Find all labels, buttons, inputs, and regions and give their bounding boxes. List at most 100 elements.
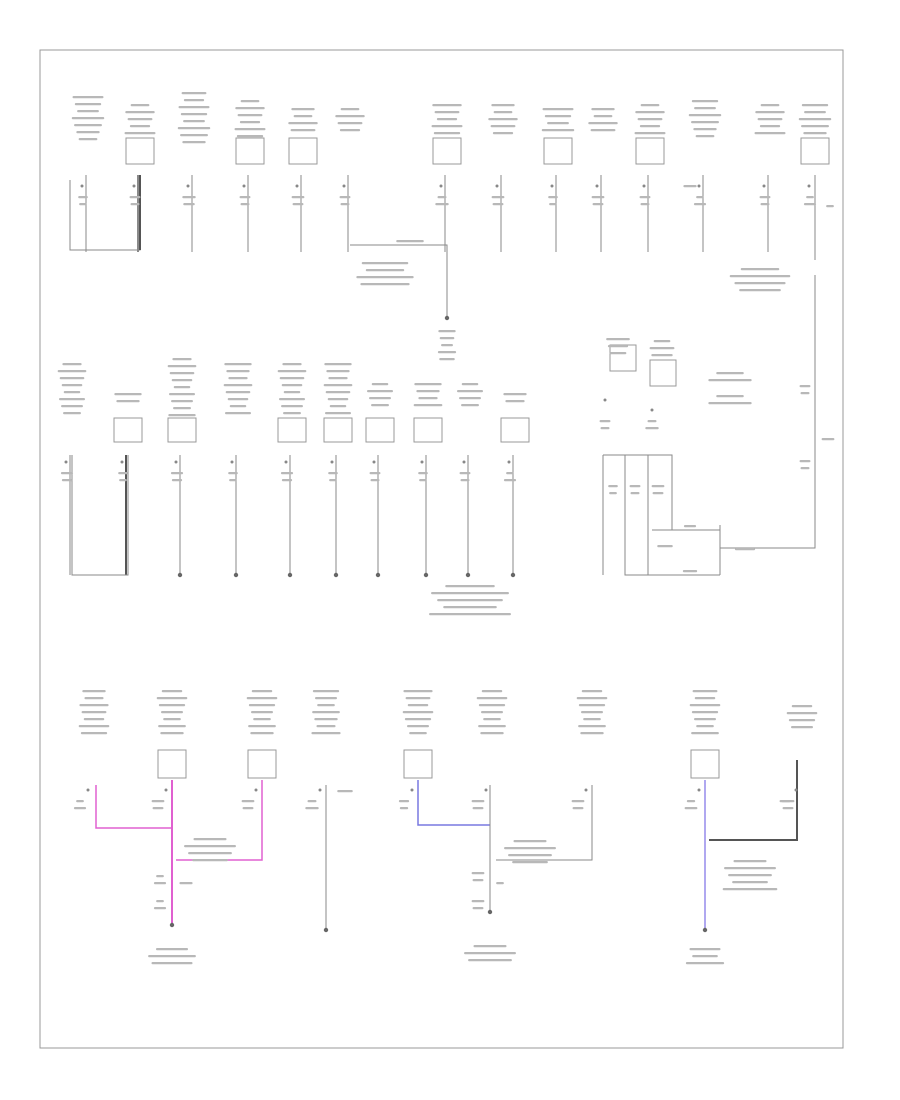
label-line — [682, 570, 698, 573]
label-line — [326, 370, 350, 373]
connector-mid-5 — [323, 417, 353, 443]
label-line — [696, 196, 704, 199]
label-line — [592, 203, 604, 206]
label-line — [692, 955, 718, 958]
pin-mid-7 — [420, 460, 424, 464]
pin-bottom-3 — [318, 788, 322, 792]
label-line — [728, 874, 772, 877]
label-line — [591, 108, 615, 111]
label-line — [153, 882, 167, 885]
wire-bottom-right-join — [496, 785, 593, 861]
label-line — [124, 132, 156, 135]
pin-bottom-1 — [164, 788, 168, 792]
label-line — [130, 203, 140, 206]
pin-bottom-0 — [86, 788, 90, 792]
label-line — [806, 196, 814, 199]
label-line — [171, 400, 193, 403]
label-line — [472, 807, 484, 810]
ground-label-center — [437, 330, 457, 361]
label-line — [337, 122, 363, 125]
label-line — [398, 800, 410, 803]
label-line — [503, 393, 527, 396]
label-line — [821, 438, 835, 441]
label-line — [437, 599, 503, 602]
label-line — [419, 479, 427, 482]
label-line — [340, 203, 350, 206]
label-line — [606, 338, 630, 341]
label-line — [483, 718, 501, 721]
label-line — [224, 363, 252, 366]
label-line — [472, 907, 484, 910]
label-line — [645, 427, 659, 430]
pin-mid-4 — [284, 460, 288, 464]
label-line — [508, 854, 552, 857]
component-label-bottom-5 — [476, 690, 508, 735]
pin-top-8 — [550, 184, 554, 188]
component-label-mid-8 — [457, 383, 483, 407]
label-right-b — [649, 340, 675, 357]
label-line — [437, 351, 457, 354]
label-line — [129, 196, 141, 199]
label-line — [459, 472, 471, 475]
label-line — [337, 790, 353, 793]
label-line — [657, 545, 673, 548]
label-line — [292, 203, 304, 206]
label-line — [436, 118, 458, 121]
label-line — [491, 104, 515, 107]
label-line — [78, 138, 98, 141]
label-line — [729, 275, 791, 278]
connector-bottom-7 — [690, 749, 720, 779]
label-line — [80, 732, 108, 735]
label-line — [158, 704, 186, 707]
wire-label-bottom-6 — [571, 800, 585, 810]
label-line — [404, 718, 432, 721]
label-line — [694, 107, 716, 110]
label-line — [151, 800, 165, 803]
label-line — [651, 354, 673, 357]
label-line — [223, 384, 253, 387]
label-line — [496, 882, 504, 885]
bus-label — [396, 240, 424, 243]
label-line — [708, 379, 752, 382]
component-label-mid-0 — [57, 363, 87, 415]
right-pin-label — [683, 185, 697, 188]
pin-right-1 — [650, 408, 654, 412]
label-line — [161, 711, 183, 714]
label-line — [445, 585, 495, 588]
label-line — [739, 289, 781, 292]
label-line — [691, 711, 719, 714]
label-line — [291, 196, 305, 199]
connector-mid-1 — [113, 417, 143, 443]
component-label-top-10 — [634, 104, 666, 135]
label-line — [630, 492, 640, 495]
label-line — [279, 398, 305, 401]
connector-top-13 — [800, 137, 830, 165]
label-line — [315, 697, 337, 700]
wire-loop-mid — [71, 455, 129, 576]
label-line — [403, 690, 433, 693]
wire-label-top-2 — [182, 196, 196, 206]
label-line — [402, 711, 434, 714]
label-line — [639, 125, 661, 128]
component-label-mid-6 — [367, 383, 393, 407]
ground-dot-bottom-center — [487, 909, 493, 915]
component-label-bottom-6 — [576, 690, 608, 735]
label-line — [188, 852, 232, 855]
label-line — [786, 712, 818, 715]
connector-bottom-2 — [247, 749, 277, 779]
label-line — [405, 697, 431, 700]
label-line — [418, 472, 428, 475]
label-line — [607, 345, 629, 348]
label-line — [168, 414, 196, 417]
component-label-top-9 — [588, 108, 618, 132]
label-line — [461, 404, 479, 407]
label-line — [193, 838, 227, 841]
label-line — [329, 479, 337, 482]
component-label-top-12 — [754, 104, 786, 135]
component-label-top-2 — [177, 92, 211, 144]
label-line — [609, 352, 627, 355]
wire-label-mid-1 — [118, 472, 128, 482]
label-line — [542, 108, 574, 111]
label-line — [369, 397, 391, 400]
label-line — [236, 135, 264, 138]
